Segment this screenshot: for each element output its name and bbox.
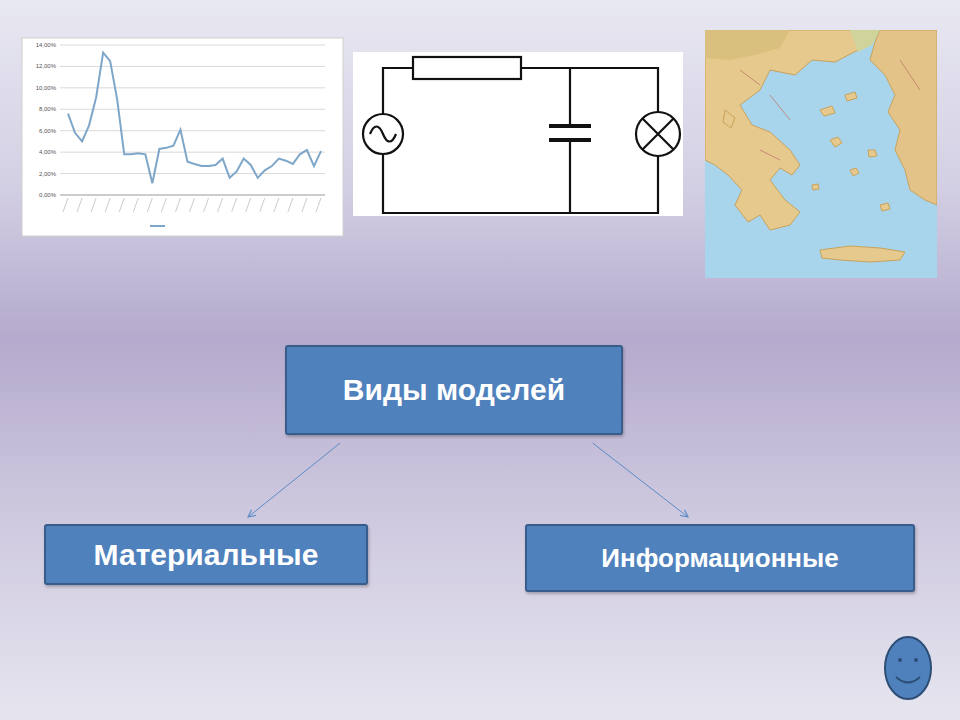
x-ticks: [63, 198, 321, 212]
x-tick-mark: [119, 198, 124, 212]
map-greece: [705, 30, 937, 278]
connector-arrow: [593, 443, 688, 517]
grid-line: [60, 173, 325, 174]
legend-sample: [150, 225, 165, 227]
ac-source-symbol: [363, 114, 403, 154]
box-label: Материальные: [94, 538, 319, 572]
x-tick-mark: [218, 198, 223, 212]
x-tick-mark: [63, 198, 68, 212]
chart-panel: [22, 38, 343, 236]
x-tick-mark: [232, 198, 237, 212]
x-tick-mark: [133, 198, 138, 212]
axis-label: 8,00%: [26, 105, 56, 113]
smiley-face: [885, 637, 931, 699]
x-tick-mark: [274, 198, 279, 212]
line-chart: [22, 38, 343, 236]
x-tick-mark: [316, 198, 321, 212]
x-tick-mark: [91, 198, 96, 212]
circuit-panel: [353, 52, 683, 216]
x-tick-mark: [190, 198, 195, 212]
sine-mark: [370, 127, 396, 142]
axis-label: 14,00%: [26, 41, 56, 49]
smiley-mouth: [896, 677, 920, 683]
islands: [812, 92, 890, 211]
connector-arrow: [248, 443, 340, 517]
x-tick-mark: [77, 198, 82, 212]
axis-label: 0,00%: [26, 191, 56, 199]
category-box: Материальные: [44, 524, 368, 585]
thrace: [850, 30, 880, 52]
smiley-eye: [914, 658, 918, 662]
resistor-symbol: [413, 57, 521, 79]
axis-label: 4,00%: [26, 148, 56, 156]
x-tick-mark: [204, 198, 209, 212]
x-tick-mark: [175, 198, 180, 212]
root-category-box: Виды моделей: [285, 345, 623, 435]
x-tick-mark: [147, 198, 152, 212]
smiley-button: [885, 637, 931, 699]
axis-label: 6,00%: [26, 127, 56, 135]
x-tick-mark: [161, 198, 166, 212]
x-tick-mark: [288, 198, 293, 212]
category-box: Информационные: [525, 524, 915, 592]
mainland: [705, 30, 860, 230]
x-tick-mark: [260, 198, 265, 212]
crete: [820, 246, 905, 262]
axis-label: 12,00%: [26, 62, 56, 70]
box-label: Информационные: [601, 543, 839, 574]
grid-line: [60, 152, 325, 153]
circuit-schematic: [353, 52, 683, 216]
grid-line: [60, 87, 325, 88]
balkans: [705, 30, 790, 60]
x-tick-mark: [302, 198, 307, 212]
grid-line: [60, 109, 325, 110]
box-label: Виды моделей: [343, 373, 565, 407]
capacitor-plate: [549, 138, 591, 142]
lamp-cross: [643, 119, 674, 150]
axis-label: 10,00%: [26, 84, 56, 92]
grid-line: [60, 45, 325, 46]
x-tick-mark: [105, 198, 110, 212]
chart-grid: [60, 45, 325, 174]
lamp-symbol: [636, 112, 680, 156]
grid-line: [60, 130, 325, 131]
roads: [740, 60, 920, 160]
x-tick-mark: [246, 198, 251, 212]
axis-label: 2,00%: [26, 170, 56, 178]
ionian-island: [723, 110, 735, 128]
inflation-line: [68, 53, 321, 184]
smiley-eye: [898, 658, 902, 662]
sea: [705, 30, 937, 278]
x-axis: [60, 195, 325, 196]
anatolia: [870, 30, 937, 205]
grid-line: [60, 66, 325, 67]
capacitor-plate: [549, 124, 591, 128]
wire: [383, 68, 658, 213]
